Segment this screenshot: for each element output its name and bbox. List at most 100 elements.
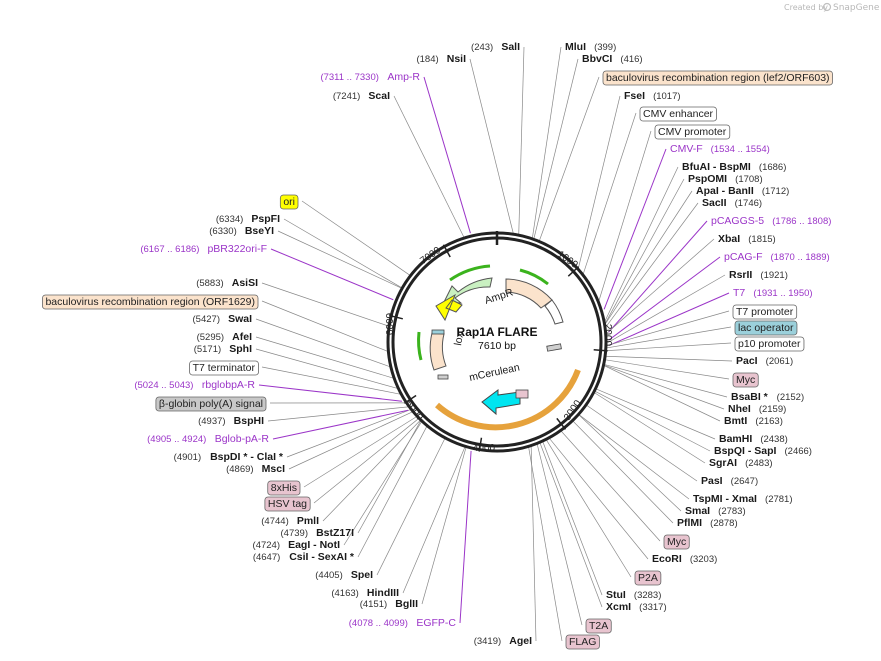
- site-name: BmtI: [724, 415, 747, 427]
- site-position: (2438): [760, 434, 787, 445]
- feature-label-text: Myc: [736, 374, 755, 386]
- site-name: AsiSI: [232, 277, 258, 289]
- site-name: PspFI: [251, 213, 280, 225]
- leader-line: [577, 95, 621, 270]
- feature-label-text: HSV tag: [268, 498, 307, 510]
- leader-lines: [255, 46, 733, 642]
- leader-line: [594, 390, 711, 452]
- site-position: (5295): [197, 332, 224, 343]
- leader-line: [288, 411, 414, 470]
- feature-label-text: β-globin poly(A) signal: [159, 398, 263, 410]
- small-feature-1: [546, 343, 562, 352]
- leader-line: [357, 425, 428, 558]
- site-position: (6334): [216, 214, 243, 225]
- site-position: (3283): [634, 590, 661, 601]
- feature-label-text: 8xHis: [271, 482, 297, 494]
- feature-label-text: baculovirus recombination region (ORF162…: [45, 296, 255, 308]
- site-name: XcmI: [606, 601, 631, 613]
- leader-line: [582, 112, 637, 276]
- feature-label-text: CMV promoter: [658, 126, 727, 138]
- promoter-label-8: CMV enhancer: [639, 106, 717, 122]
- site-name: BglII: [395, 598, 418, 610]
- leader-line: [539, 442, 603, 608]
- feature-label-box: [639, 106, 717, 122]
- brand-text: SnapGene: [833, 3, 880, 13]
- site-name: HindIII: [367, 587, 399, 599]
- site-position: (243): [471, 42, 493, 53]
- site-name: BspDI * - ClaI *: [210, 451, 284, 463]
- site-name: BspHI: [234, 415, 264, 427]
- leader-line: [604, 190, 693, 326]
- site-name: MluI: [565, 41, 586, 53]
- site-position: (5427): [193, 314, 220, 325]
- site-name: EcoRI: [652, 553, 682, 565]
- leader-line: [548, 437, 649, 560]
- primer-label-55: Bglob-pA-R(4905 .. 4924): [147, 433, 269, 445]
- site-label-39: XcmI(3317): [606, 601, 667, 613]
- site-name: SalI: [501, 41, 520, 53]
- feature-label-box: [734, 336, 805, 352]
- site-name: StuI: [606, 589, 626, 601]
- tag-label-51: HSV tag: [264, 496, 311, 512]
- site-position: (2061): [766, 356, 793, 367]
- operator-label-21: lac operator: [734, 320, 798, 336]
- promoter-label-9: CMV promoter: [654, 124, 731, 140]
- site-label-13: ApaI - BanII(1712): [696, 185, 789, 197]
- site-name: EagI - NotI: [288, 539, 340, 551]
- site-position: (5883): [196, 278, 223, 289]
- feature-label-text: baculovirus recombination region (lef2/O…: [606, 72, 830, 84]
- ori-label-68: ori: [279, 194, 299, 210]
- site-position: (2781): [765, 494, 792, 505]
- leader-line: [605, 355, 733, 362]
- site-name: SgrAI: [709, 457, 737, 469]
- rec-label-6: baculovirus recombination region (lef2/O…: [602, 70, 833, 86]
- lox-label: lox: [452, 330, 466, 346]
- promoter-arc: [505, 278, 553, 309]
- site-label-29: BspQI - SapI(2466): [714, 445, 812, 457]
- site-label-0: SalI (243): [471, 41, 520, 53]
- site-name: CsiI - SexAI *: [289, 551, 355, 563]
- feature-label-box: [565, 634, 600, 650]
- site-position: (4744): [261, 516, 288, 527]
- leader-line: [272, 409, 409, 440]
- leader-line: [301, 200, 411, 276]
- feature-label-text: p10 promoter: [738, 338, 801, 350]
- leader-line: [595, 388, 716, 440]
- promoter-label-59: T7 terminator: [189, 360, 259, 376]
- primer-label-10: CMV-F(1534 .. 1554): [670, 143, 770, 155]
- site-label-34: PflMI(2878): [677, 517, 738, 529]
- site-label-16: XbaI(1815): [718, 233, 776, 245]
- leader-line: [603, 363, 728, 398]
- site-name: BsaBI *: [731, 391, 769, 403]
- site-label-67: PspFI (6334): [216, 213, 280, 225]
- tick-label: 4000: [473, 443, 496, 454]
- site-label-7: FseI(1017): [624, 90, 681, 102]
- feature-label-box: [279, 194, 299, 210]
- site-position: (1686): [759, 162, 786, 173]
- inner-features: AmpR mCerulean lox: [417, 264, 581, 431]
- leader-line: [533, 58, 579, 240]
- leader-line: [572, 420, 674, 524]
- leader-line: [603, 364, 721, 422]
- site-label-38: StuI (3283): [606, 589, 661, 601]
- leader-line: [283, 218, 403, 289]
- leader-line: [402, 446, 466, 594]
- mcerulean-arrow: [481, 389, 521, 416]
- leader-line: [603, 148, 667, 310]
- tick-mark: [593, 349, 608, 352]
- primer-label-58: rbglobpA-R(5024 .. 5043): [134, 379, 255, 391]
- tag-label-35: Myc: [663, 534, 690, 550]
- feature-label-box: [602, 70, 833, 86]
- site-label-46: SpeI(4405): [315, 569, 373, 581]
- leader-line: [518, 46, 525, 236]
- site-position: (4405): [315, 570, 342, 581]
- primer-label-19: T7(1931 .. 1950): [733, 287, 813, 299]
- feature-label-box: [585, 618, 612, 634]
- feature-label-text: ori: [283, 196, 295, 208]
- feature-label-text: T7 promoter: [736, 306, 794, 318]
- tick-mark: [389, 314, 403, 320]
- site-label-47: CsiI - SexAI *(4647): [253, 551, 355, 563]
- leader-line: [560, 430, 661, 542]
- feature-label-text: lac operator: [738, 322, 794, 334]
- site-label-25: BsaBI *(2152): [731, 391, 804, 403]
